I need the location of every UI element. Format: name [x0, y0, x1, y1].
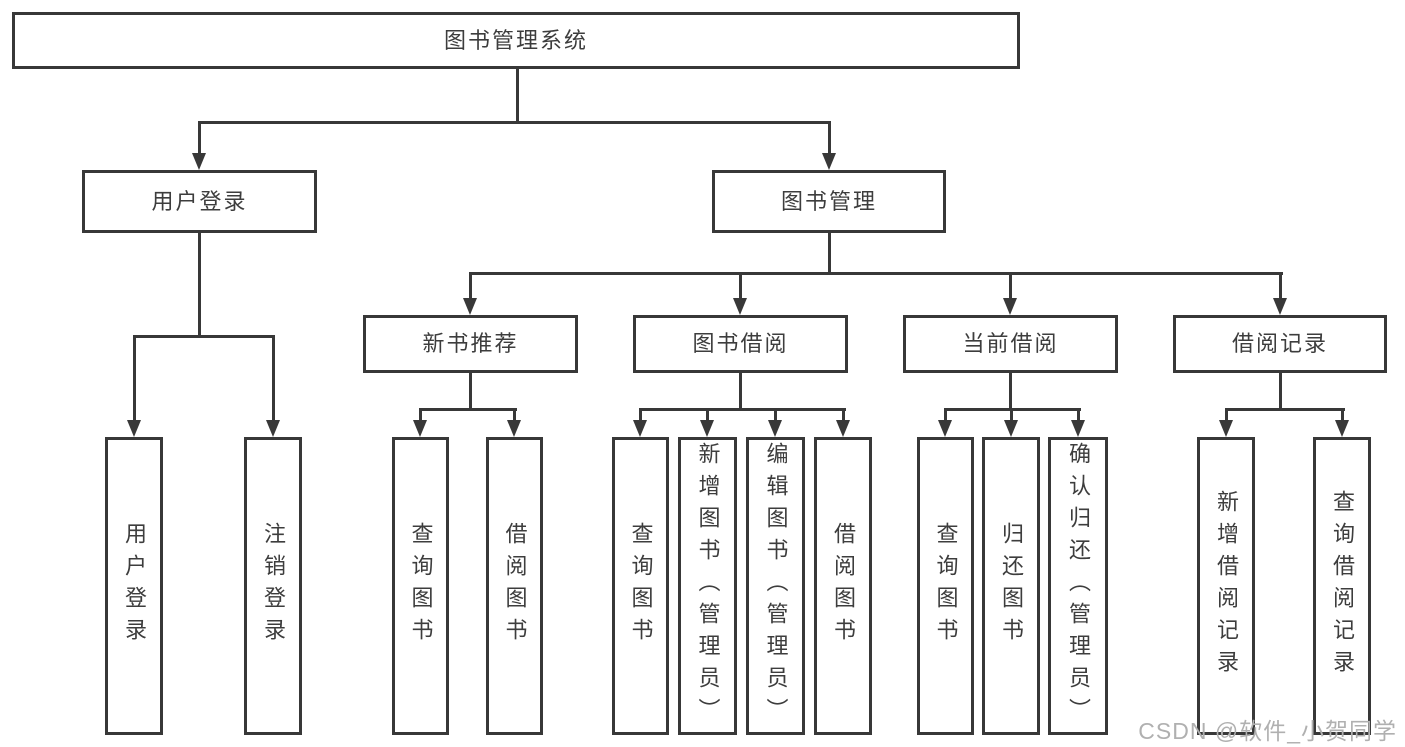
connector-line — [1279, 272, 1282, 300]
connector-line — [469, 272, 472, 300]
connector-line — [828, 122, 831, 155]
arrow-down-icon — [266, 420, 280, 437]
leaf-label: 查询借阅记录 — [1330, 490, 1355, 682]
connector-line — [639, 408, 846, 411]
connector-line — [1009, 372, 1012, 410]
connector-line — [516, 69, 519, 122]
arrow-down-icon — [1003, 298, 1017, 315]
arrow-down-icon — [463, 298, 477, 315]
connector-line — [706, 408, 709, 422]
leaf-borrow-books-recommend: 借阅图书 — [486, 437, 543, 735]
node-book-borrow: 图书借阅 — [633, 315, 848, 373]
connector-line — [739, 372, 742, 410]
connector-line — [739, 272, 742, 300]
leaf-query-books-borrow: 查询图书 — [612, 437, 669, 735]
leaf-label: 查询图书 — [408, 522, 434, 650]
arrow-down-icon — [733, 298, 747, 315]
arrow-down-icon — [192, 153, 206, 170]
arrow-down-icon — [1219, 420, 1233, 437]
node-current-borrow: 当前借阅 — [903, 315, 1118, 373]
arrow-down-icon — [822, 153, 836, 170]
connector-line — [774, 408, 777, 422]
arrow-down-icon — [1335, 420, 1349, 437]
arrow-down-icon — [413, 420, 427, 437]
node-borrow-records: 借阅记录 — [1173, 315, 1387, 373]
connector-line — [1225, 408, 1345, 411]
leaf-label: 确认归还（管理员） — [1066, 442, 1091, 730]
node-label: 图书借阅 — [692, 331, 789, 356]
connector-line — [1009, 272, 1012, 300]
leaf-add-books-admin: 新增图书（管理员） — [678, 437, 737, 735]
arrow-down-icon — [1071, 420, 1085, 437]
connector-line — [469, 272, 1283, 275]
connector-line — [198, 232, 201, 337]
connector-line — [1077, 408, 1080, 422]
leaf-label: 编辑图书（管理员） — [763, 442, 789, 730]
connector-line — [198, 121, 831, 124]
leaf-label: 查询图书 — [933, 522, 959, 650]
node-label: 图书管理 — [780, 188, 877, 214]
leaf-label: 新增图书（管理员） — [695, 442, 721, 730]
leaf-user-login: 用户登录 — [105, 437, 163, 735]
leaf-label: 借阅图书 — [502, 522, 528, 650]
leaf-query-books-recommend: 查询图书 — [392, 437, 449, 735]
arrow-down-icon — [127, 420, 141, 437]
node-label: 借阅记录 — [1231, 331, 1328, 356]
arrow-down-icon — [938, 420, 952, 437]
leaf-label: 新增借阅记录 — [1214, 490, 1239, 682]
leaf-add-borrow-record: 新增借阅记录 — [1197, 437, 1255, 735]
arrow-down-icon — [768, 420, 782, 437]
connector-line — [828, 232, 831, 274]
arrow-down-icon — [633, 420, 647, 437]
arrow-down-icon — [1004, 420, 1018, 437]
connector-line — [639, 408, 642, 422]
leaf-label: 归还图书 — [999, 522, 1024, 650]
connector-line — [419, 408, 422, 422]
arrow-down-icon — [507, 420, 521, 437]
leaf-label: 查询图书 — [628, 522, 654, 650]
leaf-return-books: 归还图书 — [982, 437, 1040, 735]
leaf-label: 注销登录 — [261, 522, 286, 650]
connector-line — [1341, 408, 1344, 422]
connector-line — [272, 335, 275, 422]
connector-line — [1279, 372, 1282, 410]
connector-line — [419, 408, 517, 411]
connector-line — [1010, 408, 1013, 422]
arrow-down-icon — [1273, 298, 1287, 315]
connector-line — [133, 335, 136, 422]
connector-line — [944, 408, 947, 422]
leaf-edit-books-admin: 编辑图书（管理员） — [746, 437, 805, 735]
node-user-login: 用户登录 — [82, 170, 317, 233]
node-new-book-recommend: 新书推荐 — [363, 315, 578, 373]
node-label: 当前借阅 — [962, 331, 1059, 356]
arrow-down-icon — [700, 420, 714, 437]
watermark: CSDN @软件_小贺同学 — [1138, 718, 1397, 744]
connector-line — [198, 122, 201, 155]
node-root: 图书管理系统 — [12, 12, 1020, 69]
connector-line — [1225, 408, 1228, 422]
leaf-confirm-return-admin: 确认归还（管理员） — [1048, 437, 1108, 735]
arrow-down-icon — [836, 420, 850, 437]
leaf-query-borrow-record: 查询借阅记录 — [1313, 437, 1371, 735]
leaf-query-books-current: 查询图书 — [917, 437, 974, 735]
connector-line — [133, 335, 275, 338]
leaf-borrow-books: 借阅图书 — [814, 437, 872, 735]
leaf-label: 用户登录 — [122, 522, 147, 650]
leaf-label: 借阅图书 — [831, 522, 856, 650]
connector-line — [842, 408, 845, 422]
node-root-label: 图书管理系统 — [443, 27, 588, 53]
node-label: 新书推荐 — [422, 331, 519, 356]
connector-line — [469, 372, 472, 410]
node-book-management: 图书管理 — [712, 170, 946, 233]
leaf-logout: 注销登录 — [244, 437, 302, 735]
connector-line — [513, 408, 516, 422]
node-label: 用户登录 — [151, 188, 248, 214]
